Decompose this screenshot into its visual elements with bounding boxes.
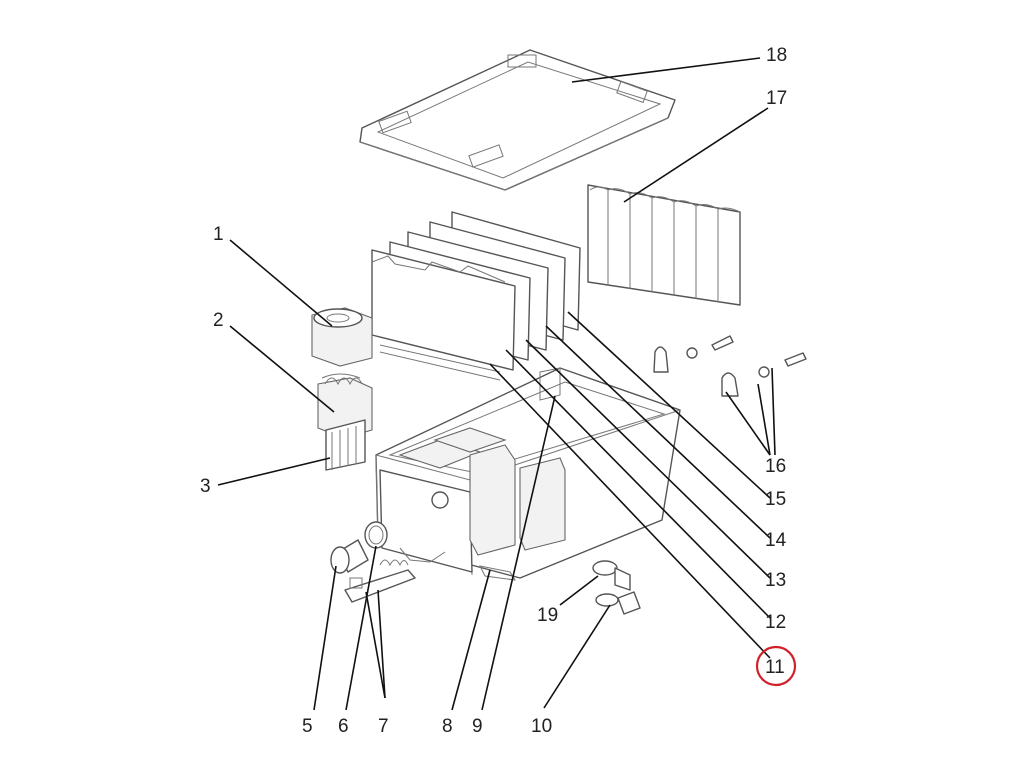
callout-16: 16 [765,456,786,477]
part-7-clip [344,559,416,603]
part-3-comb [325,419,366,471]
callout-11-highlight-circle [755,645,797,687]
filter-plates [371,211,581,381]
callout-3: 3 [200,476,211,497]
callout-12: 12 [765,612,786,633]
callout-17: 17 [766,88,787,109]
callout-14: 14 [765,530,787,551]
box-baskets [398,427,566,556]
callout-9: 9 [472,716,483,737]
callout-15: 15 [765,489,786,510]
callout-18: 18 [766,45,787,66]
part-10-valve [595,591,641,615]
part-6-oring [364,521,388,549]
callout-5: 5 [302,716,313,737]
part-5-cylinder [330,539,369,574]
part-16-fittings [653,335,807,397]
leader-lines [217,57,776,711]
callout-2: 2 [213,310,224,331]
part-17-cartridges [587,184,741,306]
callout-6: 6 [338,716,349,737]
callout-1: 1 [213,224,224,245]
callout-11: 11 [765,657,785,678]
callout-19: 19 [537,605,558,626]
part-19-valve [592,560,631,591]
callout-labels: 1 2 3 5 6 7 8 9 10 19 11 12 13 14 15 16 … [200,45,797,737]
callout-8: 8 [442,716,453,737]
callout-7: 7 [378,716,389,737]
part-18-lid [359,49,676,191]
callout-13: 13 [765,570,786,591]
callout-10: 10 [531,716,552,737]
